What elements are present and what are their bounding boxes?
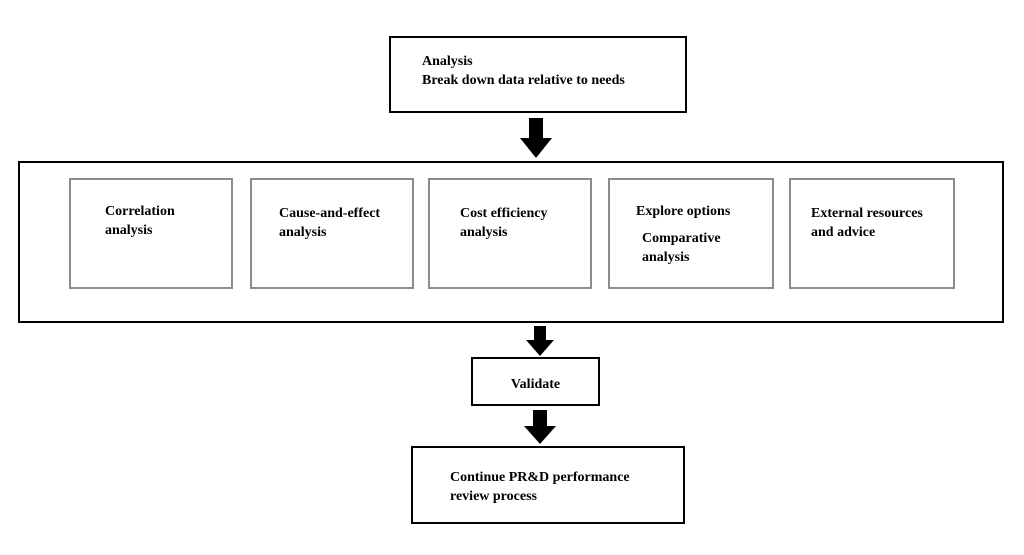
method-label: analysis bbox=[105, 223, 153, 238]
down-arrow-icon bbox=[520, 118, 552, 158]
correlation-analysis-box: Correlation analysis bbox=[69, 178, 233, 289]
validate-label: Validate bbox=[510, 377, 561, 392]
analysis-box: Analysis Break down data relative to nee… bbox=[389, 36, 687, 113]
validate-box: Validate bbox=[471, 357, 600, 406]
continue-label: Continue PR&D performance bbox=[450, 470, 630, 485]
cause-and-effect-analysis-box: Cause-and-effect analysis bbox=[250, 178, 414, 289]
method-label: Correlation bbox=[105, 204, 175, 219]
explore-options-box: Explore options Comparative analysis bbox=[608, 178, 774, 289]
down-arrow-icon bbox=[526, 326, 554, 356]
method-label: Explore options bbox=[636, 204, 731, 219]
down-arrow-icon bbox=[524, 410, 556, 444]
method-label: analysis bbox=[279, 225, 327, 240]
method-label: analysis bbox=[460, 225, 508, 240]
external-resources-box: External resources and advice bbox=[789, 178, 955, 289]
method-label: Comparative bbox=[642, 231, 721, 246]
method-label: and advice bbox=[811, 225, 876, 240]
analysis-title: Analysis bbox=[422, 54, 473, 69]
continue-review-box: Continue PR&D performance review process bbox=[411, 446, 685, 524]
method-label: analysis bbox=[642, 250, 690, 265]
method-label: External resources bbox=[811, 206, 923, 221]
method-label: Cause-and-effect bbox=[279, 206, 381, 221]
method-label: Cost efficiency bbox=[460, 206, 548, 221]
cost-efficiency-analysis-box: Cost efficiency analysis bbox=[428, 178, 592, 289]
continue-label: review process bbox=[450, 489, 537, 504]
analysis-subtitle: Break down data relative to needs bbox=[422, 73, 625, 88]
